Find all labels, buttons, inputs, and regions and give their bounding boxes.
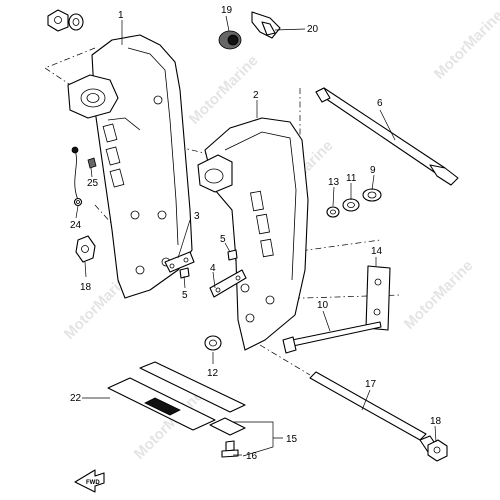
nut-left	[75, 235, 96, 263]
grommet-19	[218, 30, 242, 50]
screw-5a	[179, 267, 190, 279]
fwd-label: FWD	[86, 480, 100, 486]
bolt-small	[221, 440, 239, 458]
callout-2: 2	[253, 90, 259, 101]
watermark-text: MotorMarine	[401, 257, 477, 333]
callout-labels: 1 2 3 4 5 5 6 9 10 11 12 13 14 15 16 17 …	[70, 5, 442, 462]
callout-22: 22	[70, 393, 82, 404]
clamp-bracket-right	[197, 117, 309, 351]
small-bracket-4	[209, 269, 247, 298]
callout-9: 9	[370, 165, 376, 176]
callout-10: 10	[317, 300, 329, 311]
pad-set	[139, 361, 246, 436]
stopper-plate	[365, 265, 391, 331]
bushings-and-washers	[326, 188, 382, 218]
callout-18-left: 18	[80, 282, 92, 293]
callout-4: 4	[210, 263, 216, 274]
washer	[204, 335, 222, 351]
callout-11: 11	[346, 173, 357, 184]
screw-5b	[227, 249, 238, 261]
callout-20: 20	[307, 24, 319, 35]
screw-25	[87, 157, 97, 169]
callout-6: 6	[377, 98, 383, 109]
leader-lines	[75, 15, 437, 457]
callout-24: 24	[70, 220, 82, 231]
bolt-long	[282, 321, 382, 354]
top-washer	[68, 13, 84, 31]
anode-plate	[107, 377, 216, 431]
callout-15: 15	[286, 434, 298, 445]
callout-13: 13	[328, 177, 340, 188]
top-nut	[47, 9, 69, 32]
tilt-shaft	[315, 87, 459, 186]
callout-1: 1	[118, 10, 124, 21]
nut-bottom	[427, 439, 448, 462]
callout-5-lower: 5	[182, 290, 188, 301]
callout-12: 12	[207, 368, 219, 379]
fwd-arrow: FWD	[74, 469, 105, 493]
callout-17: 17	[365, 379, 377, 390]
callout-25: 25	[87, 178, 99, 189]
watermark-text: MotorMarine	[431, 7, 500, 83]
small-bracket-3	[164, 251, 195, 273]
callout-5-upper: 5	[220, 234, 226, 245]
callout-16: 16	[246, 451, 258, 462]
callout-3: 3	[194, 211, 200, 222]
watermark-text: MotorMarine	[186, 52, 262, 128]
ground-wire	[71, 146, 83, 207]
clip-20	[251, 11, 281, 39]
clamp-bracket-left	[67, 34, 193, 299]
callout-14: 14	[371, 246, 383, 257]
callout-19: 19	[221, 5, 233, 16]
callout-18-right: 18	[430, 416, 442, 427]
